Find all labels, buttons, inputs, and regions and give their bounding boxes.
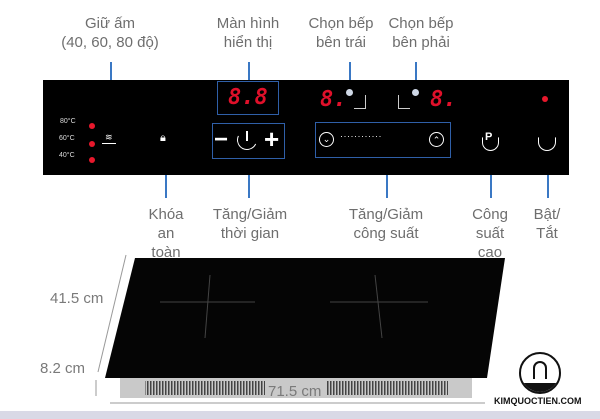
connector-line — [248, 62, 250, 82]
timer-plus-button[interactable]: + — [264, 124, 280, 154]
vent-right — [326, 381, 448, 395]
led-80 — [89, 123, 95, 129]
temp-80: 80°C — [60, 118, 76, 125]
connector-line — [386, 157, 388, 198]
label-onoff: Bật/Tắt — [533, 206, 561, 242]
led-40 — [89, 157, 95, 163]
right-burner-display: 8. — [430, 87, 457, 112]
control-panel — [43, 80, 569, 175]
label-keep-warm: Giữ ấm(40, 60, 80 độ) — [61, 15, 159, 51]
led-60 — [89, 141, 95, 147]
display-box — [217, 81, 279, 115]
temp-60: 60°C — [59, 135, 75, 142]
power-slider[interactable]: · · · · · · · · · · · · — [340, 131, 381, 141]
cooktop-illustration — [95, 254, 505, 404]
right-burner-indicator — [412, 89, 419, 96]
power-onoff-button[interactable] — [538, 137, 556, 151]
left-burner-select-button[interactable] — [354, 95, 366, 109]
connector-line — [248, 158, 250, 198]
brand-logo — [519, 352, 561, 394]
connector-line — [349, 62, 351, 90]
depth-dimension: 41.5 cm — [50, 290, 104, 307]
right-burner-select-button[interactable] — [398, 95, 410, 109]
glass-top — [105, 258, 505, 378]
width-dimension: 71.5 cm — [268, 383, 322, 400]
timer-minus-button[interactable]: − — [214, 126, 229, 153]
height-dimension: 8.2 cm — [40, 360, 86, 377]
left-burner-display: 8. — [320, 87, 347, 112]
keep-warm-icon[interactable]: ≋ — [102, 132, 116, 144]
bottom-band — [0, 411, 600, 419]
boost-symbol: P — [485, 131, 493, 143]
left-burner-indicator — [346, 89, 353, 96]
brand-name: KIMQUOCTIEN.COM — [494, 396, 582, 406]
timer-display: 8.8 — [228, 85, 268, 110]
timer-box — [212, 123, 285, 159]
timer-hand — [246, 131, 248, 141]
vent-left — [145, 381, 265, 395]
lock-icon[interactable]: 🔒︎ — [160, 132, 166, 144]
connector-line — [415, 62, 417, 90]
power-box — [315, 122, 451, 158]
boost-button[interactable] — [482, 137, 499, 151]
power-up-button[interactable]: ⌃ — [429, 132, 444, 147]
power-down-button[interactable]: ⌄ — [319, 132, 334, 147]
temp-40: 40°C — [59, 152, 75, 159]
power-led — [542, 96, 548, 102]
